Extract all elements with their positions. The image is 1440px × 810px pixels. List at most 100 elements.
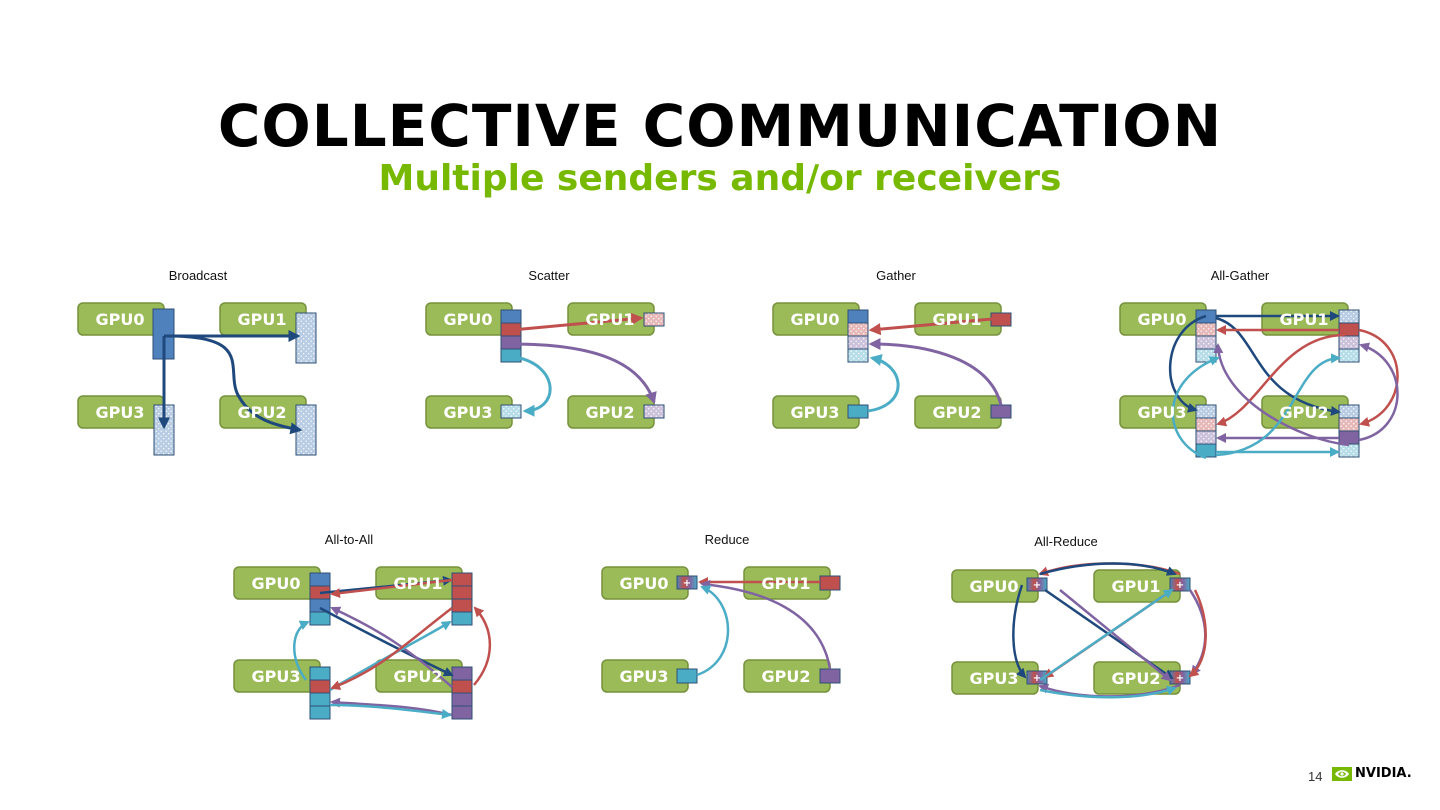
buffer-chunk: [500, 404, 522, 419]
buffer-chunk: [451, 598, 473, 613]
buffer-chunk: [451, 666, 473, 681]
gpu-label: GPU3: [791, 403, 840, 422]
buffer-chunk: [676, 575, 698, 590]
reduce-op-symbol: +: [1033, 580, 1041, 591]
buffer-chunk: [309, 666, 331, 681]
transfer-arrow: [1358, 328, 1399, 427]
transfer-arrow: [330, 606, 453, 688]
buffer-chunk: [1338, 348, 1360, 363]
buffer-chunk: [1338, 430, 1360, 445]
transfer-arrow: [1039, 562, 1177, 576]
transfer-arrow: [1012, 584, 1027, 679]
gpu-label: GPU2: [1112, 669, 1161, 688]
reduce-op-symbol: +: [1176, 673, 1184, 684]
gpu-label: GPU0: [620, 574, 669, 593]
diagram-title-all-to-all: All-to-All: [325, 532, 374, 547]
page-title: COLLECTIVE COMMUNICATION: [217, 92, 1223, 160]
gpu-label: GPU3: [1138, 403, 1187, 422]
diagram-title-all-gather: All-Gather: [1211, 268, 1270, 283]
transfer-arrow: [1216, 333, 1346, 427]
buffer-chunk: [451, 572, 473, 587]
diagram-title-scatter: Scatter: [528, 268, 570, 283]
transfer-arrow: [1039, 685, 1177, 699]
buffer-chunk: [1195, 322, 1217, 337]
transfer-arrow: [1039, 588, 1174, 682]
buffer-chunk: [309, 692, 331, 707]
buffer-chunk: [451, 705, 473, 720]
page-subtitle: Multiple senders and/or receivers: [378, 158, 1062, 199]
buffer-chunk: [1338, 309, 1360, 324]
buffer-chunk: [847, 309, 869, 324]
transfer-arrow: [473, 606, 492, 686]
transfer-arrow: [330, 697, 453, 717]
buffer-chunk: [451, 692, 473, 707]
transfer-arrow: [330, 578, 453, 599]
buffer-chunk: [500, 335, 522, 350]
buffer-chunk: [1026, 577, 1048, 592]
gpu-label: GPU1: [586, 310, 635, 329]
buffer-chunk: [1338, 404, 1360, 419]
gpu-label: GPU0: [252, 574, 301, 593]
transfer-arrow: [700, 579, 832, 670]
transfer-arrow: [1168, 314, 1207, 413]
buffer-chunk: [847, 404, 869, 419]
nvidia-logo: NVIDIA.: [1332, 766, 1412, 781]
gpu-label: GPU0: [444, 310, 493, 329]
gpu-label: GPU1: [1280, 310, 1329, 329]
transfer-arrow: [868, 317, 993, 336]
gpu-label: GPU0: [96, 310, 145, 329]
gpu-label: GPU3: [970, 669, 1019, 688]
transfer-arrow: [1213, 343, 1350, 447]
transfer-arrow: [1188, 589, 1207, 676]
gpu-label: GPU1: [762, 574, 811, 593]
buffer-chunk: [451, 611, 473, 626]
transfer-arrow: [868, 338, 1003, 406]
transfer-arrow: [1188, 589, 1207, 678]
reduce-op-symbol: +: [1176, 580, 1184, 591]
diagram-title-reduce: Reduce: [705, 532, 750, 547]
gpu-label: GPU3: [444, 403, 493, 422]
transfer-arrow: [293, 620, 310, 681]
transfer-arrow: [1171, 356, 1220, 460]
buffer-chunk: [819, 668, 841, 684]
gpu-label: GPU2: [238, 403, 287, 422]
buffer-chunk: [1195, 417, 1217, 432]
buffer-chunk: [990, 312, 1012, 327]
transfer-arrow: [696, 585, 730, 677]
diagram-title-broadcast: Broadcast: [169, 268, 228, 283]
buffer-chunk: [500, 309, 522, 324]
gpu-label: GPU1: [933, 310, 982, 329]
buffer-chunk: [451, 679, 473, 694]
reduce-op-symbol: +: [1033, 673, 1041, 684]
transfer-arrow: [511, 312, 644, 332]
gpu-label: GPU2: [933, 403, 982, 422]
page-number: 14: [1308, 769, 1323, 784]
buffer-chunk: [1169, 577, 1191, 592]
buffer-chunk: [1338, 335, 1360, 350]
gpu-label: GPU2: [1280, 403, 1329, 422]
gpu-label: GPU3: [252, 667, 301, 686]
transfer-arrow: [1059, 589, 1172, 682]
nvidia-wordmark: NVIDIA.: [1355, 766, 1412, 781]
buffer-chunk: [847, 348, 869, 363]
gpu-label: GPU3: [96, 403, 145, 422]
buffer-chunk: [990, 404, 1012, 419]
transfer-arrow: [1215, 353, 1341, 457]
transfer-arrow: [867, 354, 900, 413]
transfer-arrow: [1358, 342, 1399, 442]
buffer-chunk: [309, 572, 331, 587]
transfer-arrow: [330, 607, 453, 690]
buffer-chunk: [847, 335, 869, 350]
buffer-chunk: [309, 679, 331, 694]
gpu-label: GPU3: [620, 667, 669, 686]
buffer-chunk: [1338, 417, 1360, 432]
transfer-arrow: [167, 334, 303, 435]
buffer-chunk: [1338, 443, 1360, 458]
transfer-arrow: [514, 355, 552, 417]
transfer-arrow: [1215, 316, 1341, 416]
gpu-label: GPU2: [394, 667, 443, 686]
buffer-chunk: [847, 322, 869, 337]
gpu-label: GPU1: [238, 310, 287, 329]
transfer-arrow: [511, 342, 657, 405]
